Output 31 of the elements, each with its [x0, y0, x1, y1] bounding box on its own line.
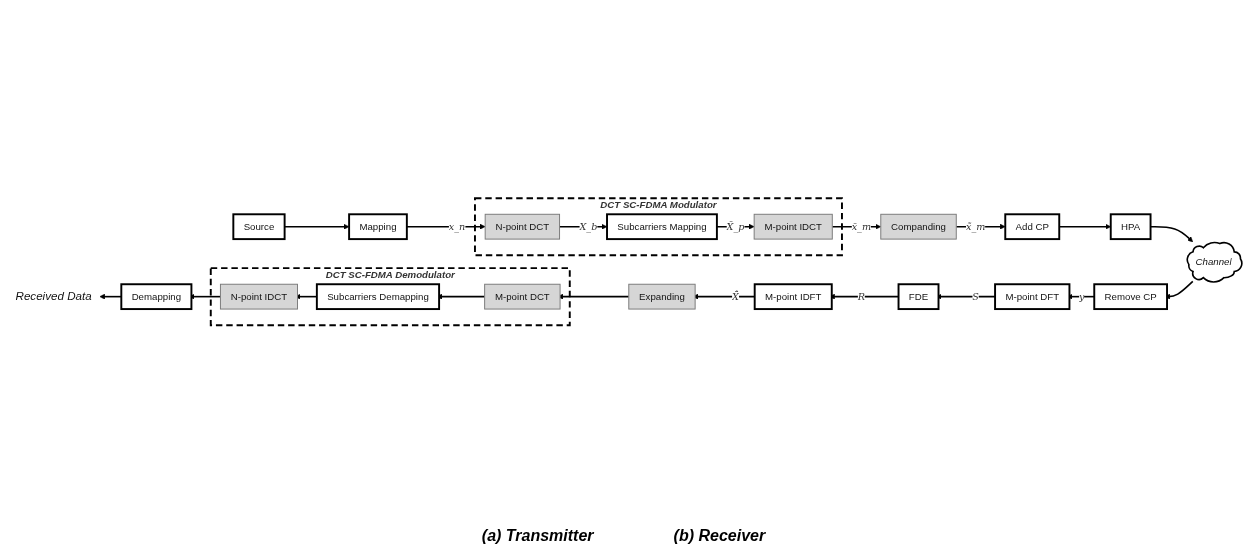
arrow: [716, 223, 755, 230]
node-box: M-point DCT: [484, 283, 561, 310]
edge-label: x̄_m: [851, 220, 872, 233]
node-box: Source: [232, 213, 286, 240]
node-box: N-point DCT: [484, 213, 561, 240]
node-text: Received Data: [15, 289, 92, 303]
node-box: Subcarriers Mapping: [606, 213, 718, 240]
edge-label: X̄_p: [726, 220, 745, 233]
edge-label: R: [857, 290, 866, 303]
node-box: M-point IDFT: [753, 283, 833, 310]
node-box: FDE: [897, 283, 940, 310]
node-box: N-point IDCT: [219, 283, 298, 310]
node-box: Demapping: [120, 283, 193, 310]
node-box: M-point DFT: [994, 283, 1071, 310]
node-box: Add CP: [1004, 213, 1061, 240]
caption-text: (a) Transmitter: [481, 527, 594, 545]
node-box: Mapping: [348, 213, 408, 240]
edge-label: X̃̂: [732, 290, 739, 303]
edge-label: X_b: [579, 220, 598, 233]
node-box: M-point IDCT: [753, 213, 833, 240]
edge-label: y: [1079, 290, 1085, 303]
edge-label: S: [972, 290, 979, 303]
node-box: Companding: [880, 213, 957, 240]
node-box: Expanding: [628, 283, 696, 310]
caption-text: (b) Receiver: [673, 527, 766, 545]
edge-label: x_n: [448, 220, 466, 233]
edge-label: x̃_m: [965, 220, 986, 233]
node-box: Remove CP: [1093, 283, 1168, 310]
arrow: [406, 223, 486, 230]
node-box: HPA: [1109, 213, 1152, 240]
node-box: Subcarriers Demapping: [315, 283, 441, 310]
